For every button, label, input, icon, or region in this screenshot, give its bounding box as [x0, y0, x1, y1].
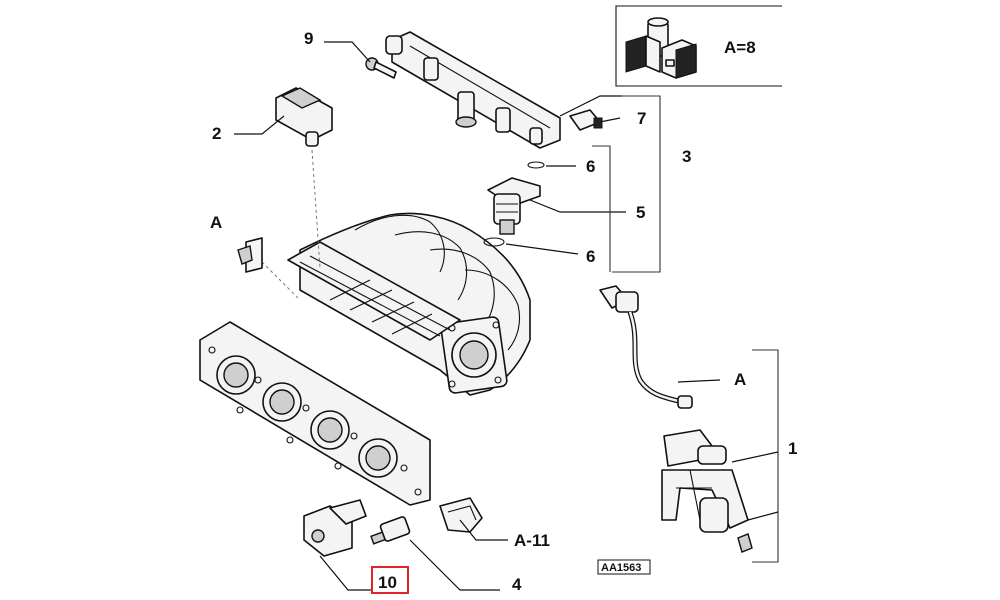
pressure-sender	[370, 516, 411, 545]
o-ring-lower	[483, 237, 505, 247]
leader-2	[234, 115, 285, 135]
valve-assembly	[661, 429, 753, 553]
legend-box: A=8	[615, 5, 782, 87]
callout-10: 10	[378, 573, 397, 592]
fuel-injector	[487, 177, 541, 235]
callout-6-upper: 6	[586, 157, 595, 176]
retaining-clip-a11	[439, 497, 483, 533]
callout-1: 1	[788, 439, 797, 458]
sensor-mount-guide	[311, 149, 321, 269]
highlight-box-10	[371, 566, 409, 594]
callout-7: 7	[637, 109, 646, 128]
leader-5	[529, 199, 626, 213]
callout-5: 5	[636, 203, 645, 222]
leader-a-hose	[677, 379, 721, 383]
intake-manifold	[199, 212, 531, 506]
leader-a11	[459, 519, 508, 541]
callout-a-clip: A	[210, 213, 222, 232]
map-sensor	[275, 87, 333, 147]
diagram-code: AA1563	[601, 562, 641, 574]
electrical-connector	[569, 109, 603, 131]
o-ring-upper	[527, 161, 545, 169]
leader-1	[731, 451, 779, 521]
leader-9	[324, 41, 371, 63]
temperature-sensor-housing	[303, 499, 367, 557]
bracket-3	[612, 95, 661, 273]
callout-4: 4	[512, 575, 522, 594]
callout-6-lower: 6	[586, 247, 595, 266]
leader-4	[409, 539, 500, 591]
leader-3-rail	[559, 95, 622, 117]
callout-2: 2	[212, 124, 221, 143]
leader-7	[599, 117, 621, 123]
callout-3: 3	[682, 147, 691, 166]
leader-10	[319, 555, 372, 591]
fuel-rail	[385, 31, 561, 149]
retaining-clip-left	[237, 237, 263, 273]
callout-a-hose: A	[734, 370, 746, 389]
clip-pack-icon	[625, 17, 697, 79]
leader-6-lower	[505, 243, 579, 255]
vacuum-hose	[599, 285, 693, 409]
callout-a11: A-11	[514, 531, 550, 550]
clip-mount-guide	[261, 261, 301, 301]
diagram-code-box	[597, 559, 651, 575]
bracket-injector-group	[592, 145, 611, 272]
legend-quantity-text: A=8	[724, 38, 756, 57]
bracket-1	[752, 349, 779, 563]
callout-9: 9	[304, 29, 313, 48]
